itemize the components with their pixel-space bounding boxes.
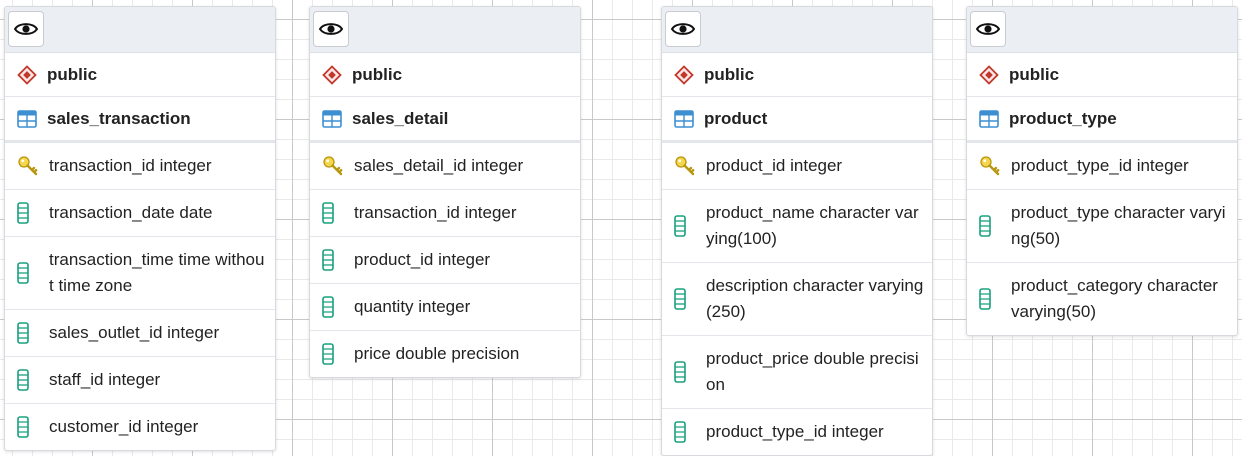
schema-row: public [310, 53, 580, 97]
column-text: customer_id integer [49, 417, 199, 436]
column-text: product_name character varying(100) [706, 203, 919, 248]
schema-icon [322, 64, 342, 85]
column-text: product_id integer [706, 156, 843, 175]
column-icon [979, 215, 1003, 237]
key-icon [17, 155, 41, 177]
column-row[interactable]: transaction_id integer [5, 143, 275, 190]
column-row[interactable]: customer_id integer [5, 404, 275, 450]
table-node-sales-detail[interactable]: public sales_detail sales_detail_id inte… [309, 6, 581, 378]
schema-icon [674, 64, 694, 85]
column-text: staff_id integer [49, 370, 161, 389]
column-row[interactable]: product_type character varying(50) [967, 190, 1237, 263]
table-node-product-type[interactable]: public product_type product_type_id inte… [966, 6, 1238, 336]
table-icon [674, 109, 694, 128]
column-text: quantity integer [354, 297, 471, 316]
column-text: price double precision [354, 344, 520, 363]
column-icon [17, 202, 41, 224]
column-list: transaction_id integer transaction_date … [5, 143, 275, 450]
eye-icon[interactable] [970, 11, 1006, 47]
schema-row: public [967, 53, 1237, 97]
table-title-row: product [662, 97, 932, 143]
table-icon [322, 109, 342, 128]
column-text: transaction_date date [49, 203, 213, 222]
column-text: sales_outlet_id integer [49, 323, 220, 342]
eye-icon[interactable] [313, 11, 349, 47]
column-row[interactable]: quantity integer [310, 284, 580, 331]
column-row[interactable]: product_type_id integer [662, 409, 932, 455]
column-text: product_category character varying(50) [1011, 276, 1218, 321]
node-header [967, 7, 1237, 53]
column-text: product_id integer [354, 250, 491, 269]
eye-icon[interactable] [8, 11, 44, 47]
table-title-row: sales_transaction [5, 97, 275, 143]
node-header [662, 7, 932, 53]
node-header [310, 7, 580, 53]
column-list: product_type_id integer product_type cha… [967, 143, 1237, 335]
column-text: product_type_id integer [706, 422, 884, 441]
column-icon [17, 322, 41, 344]
column-icon [979, 288, 1003, 310]
column-icon [674, 288, 698, 310]
column-list: sales_detail_id integer transaction_id i… [310, 143, 580, 377]
column-row[interactable]: transaction_date date [5, 190, 275, 237]
column-row[interactable]: product_price double precision [662, 336, 932, 409]
column-row[interactable]: product_id integer [310, 237, 580, 284]
schema-name: public [1009, 64, 1060, 84]
column-icon [322, 249, 346, 271]
column-list: product_id integer product_name characte… [662, 143, 932, 455]
table-icon [17, 109, 37, 128]
table-title-row: sales_detail [310, 97, 580, 143]
column-text: transaction_id integer [354, 203, 517, 222]
column-icon [322, 343, 346, 365]
column-row[interactable]: sales_outlet_id integer [5, 310, 275, 357]
column-icon [322, 202, 346, 224]
column-icon [322, 296, 346, 318]
column-text: sales_detail_id integer [354, 156, 524, 175]
column-text: product_type character varying(50) [1011, 203, 1226, 248]
schema-row: public [662, 53, 932, 97]
schema-row: public [5, 53, 275, 97]
table-name: product_type [1009, 108, 1117, 128]
table-node-sales-transaction[interactable]: public sales_transaction transaction_id … [4, 6, 276, 451]
column-row[interactable]: staff_id integer [5, 357, 275, 404]
column-text: product_type_id integer [1011, 156, 1189, 175]
table-name: sales_detail [352, 108, 449, 128]
column-row[interactable]: product_name character varying(100) [662, 190, 932, 263]
column-icon [17, 262, 41, 284]
column-icon [674, 361, 698, 383]
column-row[interactable]: product_category character varying(50) [967, 263, 1237, 335]
table-node-product[interactable]: public product product_id integer produc… [661, 6, 933, 456]
table-name: product [704, 108, 768, 128]
table-name: sales_transaction [47, 108, 191, 128]
key-icon [979, 155, 1003, 177]
key-icon [674, 155, 698, 177]
column-icon [17, 369, 41, 391]
schema-icon [17, 64, 37, 85]
column-text: transaction_id integer [49, 156, 212, 175]
column-row[interactable]: product_id integer [662, 143, 932, 190]
column-text: transaction_time time without time zone [49, 250, 265, 295]
table-icon [979, 109, 999, 128]
column-icon [17, 416, 41, 438]
column-row[interactable]: product_type_id integer [967, 143, 1237, 190]
column-row[interactable]: description character varying(250) [662, 263, 932, 336]
column-row[interactable]: sales_detail_id integer [310, 143, 580, 190]
key-icon [322, 155, 346, 177]
column-row[interactable]: transaction_time time without time zone [5, 237, 275, 310]
schema-name: public [704, 64, 755, 84]
column-text: product_price double precision [706, 349, 919, 394]
column-row[interactable]: price double precision [310, 331, 580, 377]
eye-icon[interactable] [665, 11, 701, 47]
schema-name: public [352, 64, 403, 84]
schema-icon [979, 64, 999, 85]
column-icon [674, 215, 698, 237]
node-header [5, 7, 275, 53]
column-text: description character varying(250) [706, 276, 924, 321]
table-title-row: product_type [967, 97, 1237, 143]
schema-name: public [47, 64, 98, 84]
column-row[interactable]: transaction_id integer [310, 190, 580, 237]
